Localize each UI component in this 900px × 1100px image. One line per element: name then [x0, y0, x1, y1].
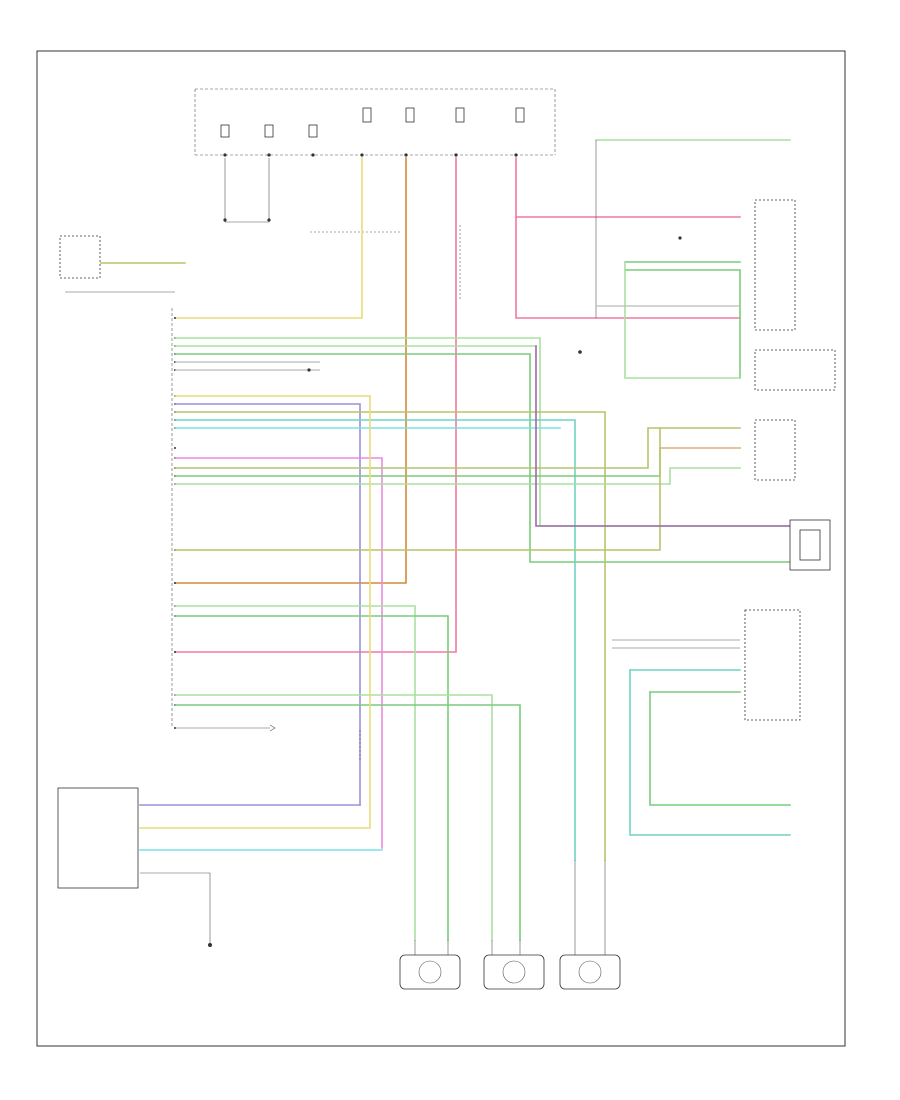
wire-green-wss-2	[174, 615, 449, 941]
right-module-box-3	[754, 419, 796, 481]
ground-symbol-abs	[269, 724, 276, 732]
wire-teal-brake-2	[629, 669, 791, 836]
wire-olive-pressure	[174, 427, 661, 551]
diagram-frame	[36, 50, 846, 1047]
wire-green-right-cluster-2	[624, 269, 741, 379]
wire-orange-feed	[174, 157, 407, 584]
wire-light-green-right-cluster-3	[624, 261, 741, 379]
wire-green-wss-4	[174, 704, 521, 941]
fuse-symbol	[220, 107, 525, 138]
brake-switch-module	[744, 609, 801, 721]
wheel-speed-sensor-3	[559, 954, 621, 990]
wire-magenta-sensor	[174, 457, 383, 849]
wire-pink-right-feed	[515, 157, 741, 218]
right-module-box-2	[754, 349, 836, 391]
wire-violet-can	[174, 403, 361, 806]
wire-pink-right-return	[515, 216, 741, 319]
wire-olive-right-1	[174, 427, 741, 469]
wheel-speed-sensor-1	[399, 954, 461, 990]
wire-light-green-wss-1	[174, 605, 416, 941]
ground-connector-top	[223, 158, 271, 223]
wire-light-green-right-3	[174, 467, 741, 485]
right-module-box-1	[754, 199, 796, 331]
wire-purple-right	[535, 345, 791, 527]
wire-light-green-wss-3	[174, 694, 493, 941]
wire-green-brake-4	[649, 691, 791, 806]
fuse-block	[194, 88, 556, 157]
pressure-sensor-inner	[799, 529, 821, 561]
wire-yellow-feed	[174, 157, 363, 319]
left-sensor-box	[59, 235, 101, 279]
wire-olive-long	[174, 411, 606, 861]
wire-ground-pcm	[140, 872, 211, 945]
abs-module-connector	[171, 308, 176, 729]
wire-green-3	[174, 353, 791, 563]
wire-teal-long	[174, 419, 576, 861]
wire-light-green-1	[174, 337, 791, 527]
wire-green-right-2	[174, 447, 741, 477]
wire-yellow-pcm	[139, 395, 371, 829]
wire-pink-feed	[174, 157, 457, 653]
powertrain-module-box	[57, 787, 139, 889]
wheel-speed-sensor-2	[483, 954, 545, 990]
